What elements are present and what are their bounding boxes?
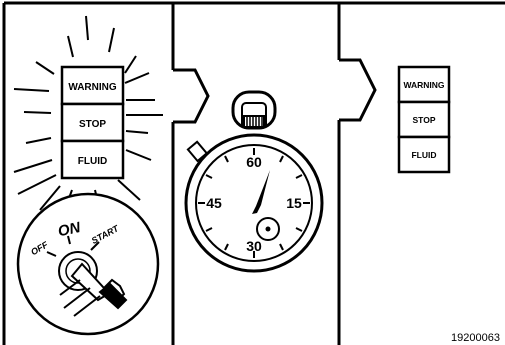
fluid-label: FLUID — [78, 156, 107, 167]
ignition-switch — [18, 194, 158, 334]
dial-label-45: 45 — [206, 195, 222, 211]
stop-label: STOP — [79, 119, 106, 130]
dial-label-15: 15 — [286, 195, 302, 211]
figure-id: 19200063 — [451, 332, 500, 344]
stop-label-off: STOP — [413, 115, 436, 125]
dial-label-60: 60 — [246, 154, 262, 170]
warning-label-off: WARNING — [403, 80, 444, 90]
divider-arrow-2 — [339, 3, 375, 345]
warning-label: WARNING — [68, 82, 117, 93]
fluid-label-off: FLUID — [411, 150, 436, 160]
dial-label-30: 30 — [246, 238, 262, 254]
